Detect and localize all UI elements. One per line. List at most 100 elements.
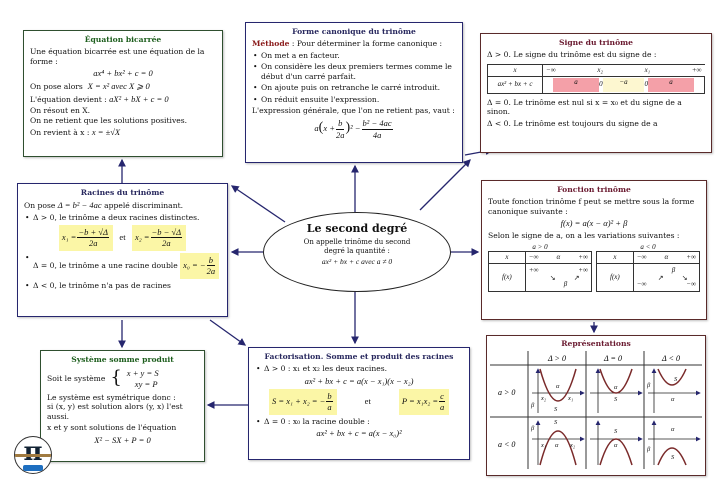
formula: f(x) = a(x − α)² + β [560, 218, 628, 229]
equation: x + y = S [126, 367, 159, 378]
text: On pose [24, 201, 56, 211]
text: Δ < 0. Le trinôme est toujours du signe … [487, 118, 658, 128]
svg-text:x₂: x₂ [569, 442, 576, 449]
svg-text:α: α [671, 396, 675, 403]
svg-text:β: β [530, 402, 535, 409]
svg-text:x₁: x₁ [567, 395, 573, 402]
central-title: Le second degré [306, 222, 408, 235]
text: On ne retient que les solutions positive… [30, 115, 188, 125]
svg-text:S: S [674, 376, 678, 383]
box-title: Fonction trinôme [557, 185, 631, 194]
systeme-box: Système somme produit Soit le système{x … [40, 350, 205, 462]
formula: aX² + bX + c = 0 [109, 93, 169, 104]
svg-text:β: β [646, 446, 651, 453]
list-item: On ajoute puis on retranche le carré int… [252, 83, 456, 93]
equation-bicarree-box: Équation bicarrée Une équation bicarrée … [23, 30, 223, 157]
text: On résout en X. [30, 106, 91, 116]
method-list: On met a en facteur. On considère les de… [252, 51, 456, 105]
col-header: Δ < 0 [661, 354, 680, 363]
svg-text:β: β [530, 425, 535, 432]
text: Une équation bicarrée est une équation d… [30, 47, 205, 66]
svg-text:α: α [555, 442, 559, 449]
parabola-curve [657, 369, 687, 387]
svg-text:x₂: x₂ [540, 395, 547, 402]
col-header: Δ = 0 [603, 354, 622, 363]
svg-text:α: α [556, 383, 560, 390]
list-item: Δ > 0, le trinôme a deux racines distinc… [24, 213, 221, 223]
parabola-curve [599, 438, 633, 466]
text: Δ = 0. Le trinôme est nul si x = x₀ et d… [487, 97, 682, 117]
text: Selon le signe de a, on a les variations… [488, 231, 680, 241]
text: Le système est symétrique donc : [47, 392, 176, 402]
factorisation-box: Factorisation. Somme et produit des raci… [248, 347, 470, 460]
svg-text:S: S [614, 428, 618, 435]
parabola-curve [657, 447, 687, 466]
box-title: Système somme produit [71, 355, 174, 364]
formula: ax² + bx + c = a(x − x₁)(x − x₂) [304, 375, 414, 386]
methode-label: Méthode [252, 39, 290, 49]
text: On appelle trinôme du second degré la qu… [303, 237, 411, 255]
formula: X² − SX + P = 0 [94, 434, 151, 445]
representations-box: Représentations Δ > 0 Δ = 0 Δ < 0 a > 0 … [486, 335, 706, 476]
row-header: a > 0 [498, 388, 515, 397]
variation-table-negative: a < 0 x−∞α+∞ f(x)−∞−∞β↗↘ [596, 243, 701, 293]
svg-text:β: β [646, 382, 651, 389]
text: Toute fonction trinôme f peut se mettre … [488, 197, 695, 216]
col-header: Δ > 0 [547, 354, 566, 363]
list-item: Δ = 0 : x₀ la racine double : [255, 417, 463, 427]
svg-text:x₁: x₁ [540, 442, 546, 449]
list-item: Δ < 0, le trinôme n'a pas de racines [24, 281, 221, 291]
formula: X = x² avec X ⩾ 0 [87, 81, 150, 92]
racines-box: Racines du trinôme On pose Δ = b² − 4ac … [17, 183, 228, 317]
text: On pose alors [30, 82, 83, 92]
svg-text:α: α [671, 426, 675, 433]
text: Δ > 0. Le signe du trinôme est du signe … [487, 50, 657, 60]
text: x et y sont solutions de l'équation [47, 423, 177, 433]
text: Soit le système [47, 373, 106, 383]
svg-text:S: S [554, 419, 558, 426]
pi-logo-icon: π [14, 436, 52, 474]
forme-canonique-box: Forme canonique du trinôme Méthode : Pou… [245, 22, 463, 163]
box-title: Racines du trinôme [80, 188, 165, 197]
central-ellipse: Le second degré On appelle trinôme du se… [263, 212, 451, 292]
svg-text:α: α [614, 384, 618, 391]
box-title: Signe du trinôme [559, 38, 633, 47]
parabola-curve [539, 369, 577, 402]
formula: ax² + bx + c = a(x − x₀)² [316, 428, 402, 439]
svg-text:α: α [614, 442, 618, 449]
parabola-curve [539, 431, 577, 466]
row-header: a < 0 [498, 440, 515, 449]
text: L'expression générale, que l'on ne retie… [252, 106, 455, 116]
list-item: On réduit ensuite l'expression. [252, 95, 456, 105]
text: L'équation devient : [30, 94, 107, 104]
box-title: Forme canonique du trinôme [292, 27, 416, 36]
text: On revient à x : [30, 128, 90, 138]
equation: xy = P [134, 378, 158, 389]
list-item: Δ > 0 : x₁ et x₂ les deux racines. [255, 364, 463, 374]
box-title: Représentations [561, 339, 631, 348]
text: : Pour déterminer la forme canonique : [289, 39, 443, 49]
text: si (x, y) est solution alors (y, x) l'es… [47, 402, 183, 421]
formula: x = ±√X [91, 127, 121, 138]
svg-text:S: S [554, 406, 558, 413]
box-title: Équation bicarrée [84, 35, 162, 44]
formula: ax² + bx + c avec a ≠ 0 [321, 257, 393, 267]
box-title: Factorisation. Somme et produit des raci… [264, 352, 454, 361]
list-item: Δ = 0, le trinôme a une racine double x₀… [24, 252, 221, 280]
list-item: On considère les deux premiers termes co… [252, 62, 456, 81]
fonction-trinome-box: Fonction trinôme Toute fonction trinôme … [481, 180, 707, 320]
text: appelé discriminant. [101, 201, 184, 211]
svg-text:S: S [671, 454, 675, 461]
list-item: On met a en facteur. [252, 51, 456, 61]
parabola-curve [599, 369, 633, 394]
variation-table-positive: a > 0 x−∞α+∞ f(x)+∞+∞β↘↗ [488, 243, 593, 293]
formula: Δ = b² − 4ac [57, 200, 102, 211]
formula: ax⁴ + bx² + c = 0 [93, 68, 153, 79]
svg-text:S: S [614, 396, 618, 403]
